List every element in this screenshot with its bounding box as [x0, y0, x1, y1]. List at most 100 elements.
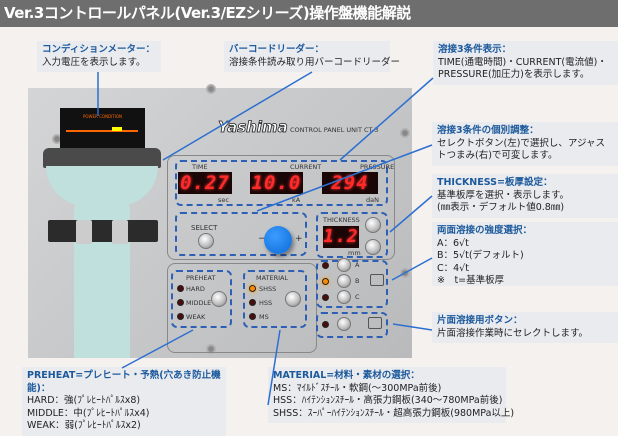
brand-logo: Yashima — [218, 118, 289, 137]
material-hss-label: HSS — [259, 299, 273, 307]
plus-label: + — [295, 234, 303, 244]
lower-section — [167, 263, 317, 353]
preheat-hard-label: HARD — [186, 285, 205, 293]
callout-heading: THICKNESS=板厚設定： — [437, 177, 553, 188]
time-unit: sec — [218, 196, 229, 204]
leader-line — [121, 329, 194, 369]
callout-text: 基準板厚を選択・表示します。 — [437, 189, 570, 201]
leader-line — [267, 329, 281, 406]
pressure-display: 294 — [322, 172, 378, 194]
barcode-scanner-head — [43, 148, 161, 168]
led-shss — [249, 285, 256, 292]
screw-icon — [206, 344, 216, 354]
display-group — [175, 160, 388, 206]
strength-b-label: B — [355, 277, 360, 285]
led-hss — [249, 299, 256, 306]
adjust-group — [175, 212, 307, 256]
strength-a-label: A — [355, 261, 360, 269]
callout-text: 溶接条件読み取り用バーコードリーダー — [229, 56, 401, 68]
callout-text: (㎜表示・デフォルト値0.8㎜) — [437, 202, 565, 213]
leader-line — [256, 144, 433, 212]
control-panel-photo: POWER CONDITION Yashima CONTROL PANEL UN… — [28, 84, 412, 358]
led-middle — [177, 299, 184, 306]
current-unit: kA — [292, 196, 301, 204]
led-a — [322, 262, 329, 269]
callout-barcode: バーコードリーダー： 溶接条件読み取り用バーコードリーダー — [224, 41, 401, 72]
callout-text: HARD：強(ﾌﾟﾚﾋｰﾄﾊﾟﾙｽx8) — [27, 395, 141, 406]
material-button[interactable] — [285, 291, 301, 307]
callout-heading: 両面溶接の強度選択： — [437, 225, 533, 236]
callout-heading: MATERIAL=材料・素材の選択： — [273, 370, 420, 381]
callout-text: MIDDLE：中(ﾌﾟﾚﾋｰﾄﾊﾟﾙｽx4) — [27, 407, 150, 419]
thickness-label: THICKNESS — [323, 216, 360, 224]
callout-text: B：5√t(デフォルト) — [437, 250, 524, 261]
thickness-up-button[interactable] — [365, 217, 381, 233]
callout-text: ※ t=基準板厚 — [437, 275, 505, 286]
upper-section — [167, 155, 395, 260]
material-shss-label: SHSS — [259, 285, 277, 293]
preheat-button[interactable] — [211, 291, 227, 307]
minus-label: − — [258, 234, 266, 244]
callout-heading: バーコードリーダー： — [229, 44, 325, 55]
led-weak — [177, 313, 184, 320]
preheat-label: PREHEAT — [186, 274, 216, 282]
leader-line — [339, 77, 434, 161]
screw-icon — [52, 134, 62, 144]
callout-display3: 溶接3条件表示： TIME(通電時間)・CURRENT(電流値)・ PRESSU… — [433, 41, 618, 85]
thickness-unit: mm — [348, 249, 361, 257]
leader-line — [391, 257, 433, 281]
callout-heading: 溶接3条件表示： — [438, 44, 512, 55]
callout-heading: 片面溶接用ボタン： — [437, 315, 523, 326]
callout-material: MATERIAL=材料・素材の選択： MS：ﾏｲﾙﾄﾞｽﾁｰﾙ・軟鋼(～300M… — [268, 367, 514, 423]
time-display: 0.27 — [178, 172, 232, 194]
scanner-holder — [48, 220, 158, 242]
pressure-unit: daN — [366, 196, 379, 204]
single-sided-button[interactable] — [337, 317, 351, 331]
leader-lines — [97, 71, 434, 406]
single-sided-group — [316, 312, 388, 338]
callout-heading: 溶接3条件の個別調整： — [437, 125, 539, 136]
strength-b-button[interactable] — [337, 274, 351, 288]
strength-c-button[interactable] — [337, 290, 351, 304]
material-ms-label: MS — [259, 313, 269, 321]
led-b — [322, 278, 329, 285]
adjust-knob[interactable] — [264, 226, 292, 254]
thickness-display: 1.2 — [323, 226, 359, 248]
callout-text: TIME(通電時間)・CURRENT(電流値)・ — [438, 56, 607, 68]
time-label: TIME — [192, 163, 208, 171]
callout-single: 片面溶接用ボタン： 片面溶接作業時にセレクトします。 — [432, 312, 618, 343]
screw-icon — [400, 128, 410, 138]
thickness-down-button[interactable] — [365, 239, 381, 255]
strength-a-button[interactable] — [337, 258, 351, 272]
leader-line — [392, 323, 433, 331]
single-sided-icon — [368, 317, 382, 329]
thickness-group — [316, 212, 388, 258]
material-group — [243, 270, 307, 328]
callout-text: C：4√t — [437, 262, 469, 274]
select-button[interactable] — [198, 233, 214, 249]
leader-line — [389, 195, 433, 233]
screw-icon — [206, 84, 216, 94]
current-label: CURRENT — [290, 163, 322, 171]
current-display: 10.0 — [250, 172, 303, 194]
preheat-group — [171, 270, 232, 328]
callout-thickness: THICKNESS=板厚設定： 基準板厚を選択・表示します。 (㎜表示・デフォル… — [432, 174, 618, 218]
callout-adjust: 溶接3条件の個別調整： セレクトボタン(左)で選択し、アジャス トつまみ(右)で… — [432, 122, 618, 166]
led-ms — [249, 313, 256, 320]
callout-condition-meter: コンディションメーター： 入力電圧を表示します。 — [37, 41, 161, 72]
preheat-weak-label: WEAK — [186, 313, 206, 321]
leader-line — [162, 71, 313, 161]
callout-heading: コンディションメーター： — [42, 44, 156, 55]
callout-text: セレクトボタン(左)で選択し、アジャス — [437, 137, 606, 149]
meter-label: POWER CONDITION — [82, 114, 123, 119]
page-title: Ver.3コントロールパネル(Ver.3/EZシリーズ)操作盤機能解説 — [0, 0, 618, 27]
holder-clip — [112, 220, 128, 244]
callout-text: 片面溶接作業時にセレクトします。 — [437, 327, 589, 339]
callout-heading: PREHEAT=プレヒート・予熱(穴あき防止機能)： — [27, 370, 221, 394]
material-label: MATERIAL — [256, 274, 289, 282]
callout-strength: 両面溶接の強度選択： A：6√t B：5√t(デフォルト) C：4√t ※ t=… — [432, 222, 618, 286]
callout-text: トつまみ(右)で可変します。 — [437, 150, 558, 161]
callout-text: A：6√t — [437, 237, 469, 249]
model-label: CONTROL PANEL UNIT CT-3 — [290, 126, 379, 134]
pressure-label: PRESSURE — [360, 163, 395, 171]
